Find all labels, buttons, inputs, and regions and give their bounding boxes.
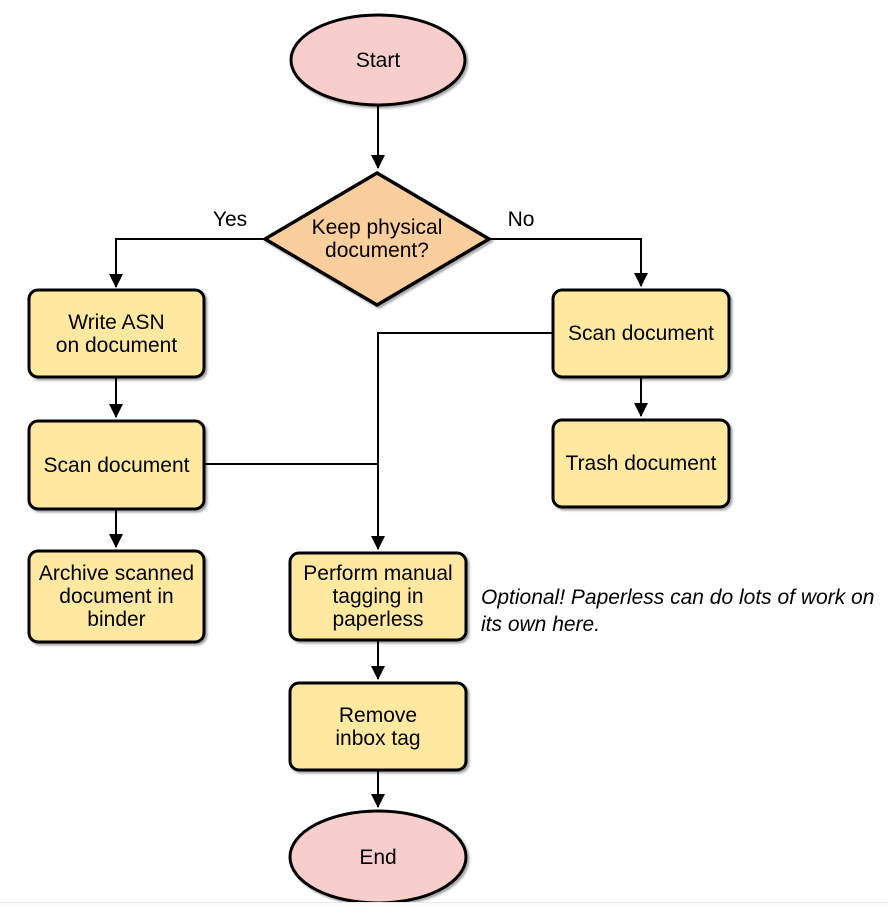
- decision-diamond-shape: [261, 171, 493, 307]
- start-terminator-shape: [289, 13, 467, 107]
- optional-annotation-text: Optional! Paperless can do lots of work …: [481, 586, 875, 636]
- trash-process-shape: [551, 418, 731, 509]
- scan-left-process-shape: [27, 419, 206, 511]
- bottom-strip: [0, 903, 888, 907]
- edge-decision-yes-to-write-asn: [109, 238, 265, 288]
- edge-label-yes: Yes: [212, 207, 248, 231]
- tagging-process-shape: [288, 551, 468, 642]
- edge-decision-no-to-scan-right: [489, 238, 648, 287]
- end-terminator-shape: [288, 809, 468, 905]
- edge-label-no: No: [507, 207, 535, 231]
- remove-inbox-process-shape: [288, 681, 468, 772]
- edge-group: [109, 105, 648, 808]
- archive-process-shape: [27, 549, 206, 644]
- write-asn-process-shape: [27, 288, 206, 379]
- scan-right-process-shape: [551, 288, 731, 379]
- bottom-divider-line: [0, 902, 888, 903]
- edge-scan-right-to-tagging: [371, 332, 553, 550]
- node-shapes-group: [27, 13, 731, 905]
